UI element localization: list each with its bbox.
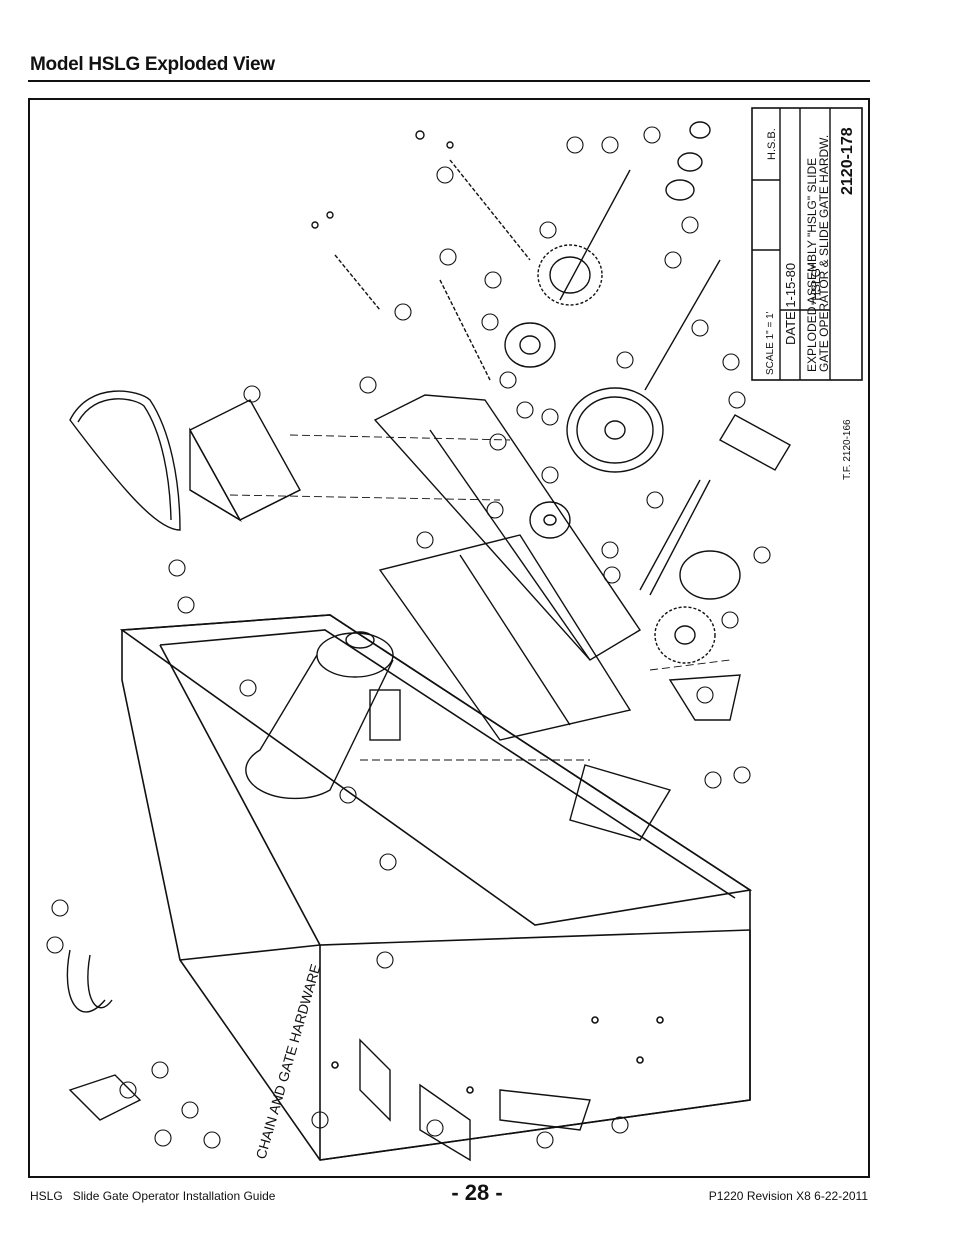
- shafts: [559, 169, 721, 596]
- small-pulley: [504, 322, 556, 368]
- upper-sprocket: [537, 244, 603, 306]
- exploded-view-drawing: SCALE 1" = 1' DATE 1-15-80 H.S.B. EXPLOD…: [28, 98, 870, 1178]
- tf-note-group: T.F. 2120-166: [842, 419, 853, 480]
- title-block-drawn-by: H.S.B.: [766, 128, 778, 160]
- footer-product-code: HSLG: [30, 1189, 63, 1203]
- title-block-description-2: GATE OPERATOR & SLIDE GATE HARDW.: [817, 135, 831, 372]
- motor: [245, 631, 401, 800]
- callout-bubbles: [46, 126, 771, 1149]
- control-box: [189, 399, 301, 522]
- tf-note: T.F. 2120-166: [842, 419, 853, 480]
- operator-housing: [119, 614, 753, 1161]
- large-pulley: [566, 387, 664, 473]
- chain-left: [334, 159, 531, 381]
- drive-sprocket: [654, 550, 741, 664]
- footer-product: HSLG Slide Gate Operator Installation Gui…: [30, 1189, 275, 1203]
- title-block-drawing-number: 2120-178: [839, 127, 856, 195]
- page-title: Model HSLG Exploded View: [30, 54, 275, 75]
- page-number: - 28 -: [451, 1180, 503, 1205]
- hardware-label: CHAIN AND GATE HARDWARE: [253, 962, 324, 1161]
- title-divider: [28, 80, 870, 82]
- assembly-center-lines: [229, 434, 731, 761]
- v-belt: [69, 390, 181, 531]
- drawing-canvas: SCALE 1" = 1' DATE 1-15-80 H.S.B. EXPLOD…: [46, 107, 863, 1162]
- mounting-bracket: [373, 394, 641, 741]
- title-block: SCALE 1" = 1' DATE 1-15-80 H.S.B. EXPLOD…: [751, 107, 863, 381]
- small-parts: [311, 121, 711, 229]
- footer-revision: P1220 Revision X8 6-22-2011: [708, 1189, 868, 1203]
- title-block-description-1: EXPLODED ASSEMBLY "HSLG" SLIDE: [805, 158, 819, 372]
- gear-small: [529, 501, 571, 539]
- title-block-description-3: "HSLG": [809, 264, 823, 305]
- footer-guide-title: Slide Gate Operator Installation Guide: [72, 1189, 276, 1203]
- title-block-date: DATE 1-15-80: [783, 263, 798, 345]
- hardware-label-group: CHAIN AND GATE HARDWARE: [253, 962, 324, 1161]
- title-block-scale: SCALE 1" = 1': [765, 311, 776, 375]
- right-bracket: [569, 414, 791, 841]
- gate-hardware: [66, 949, 591, 1162]
